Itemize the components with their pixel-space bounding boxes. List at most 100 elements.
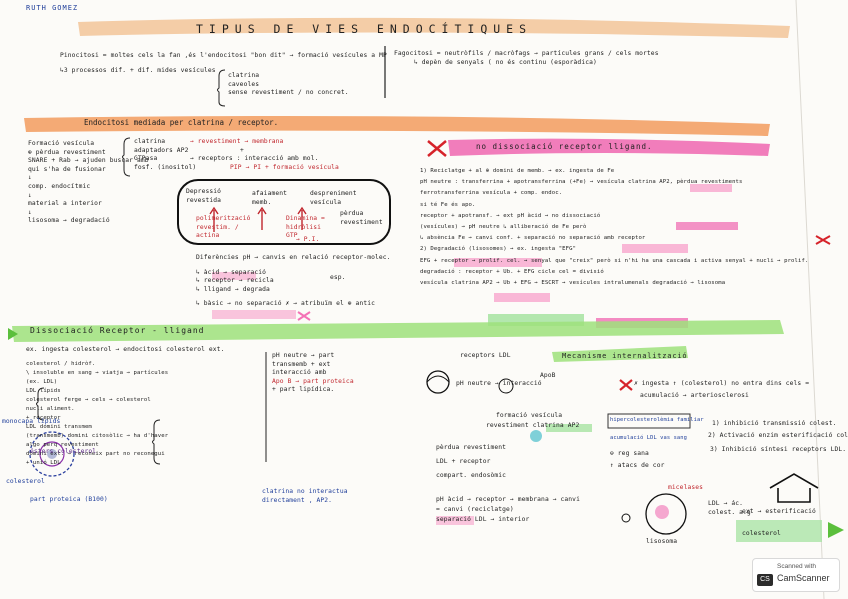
hl-ap2 — [546, 424, 592, 432]
cycle-box — [177, 179, 391, 245]
up-arrow-icon — [769, 473, 819, 503]
right-step-3: 3) Inhibició síntesi receptors LDL. — [710, 446, 847, 453]
sec1-br-1: + — [240, 146, 244, 154]
sec2-ph-1: transmemb + ext — [272, 360, 331, 368]
sec2-title: Dissociació Receptor - lligand — [30, 326, 205, 335]
sec2-left-1: \ insoluble en sang → viatja → partícule… — [26, 370, 169, 376]
page-edge — [795, 0, 825, 599]
sec2-bottom-note: clatrina no interactua directament , AP2… — [262, 488, 348, 504]
sec1-bot-3: ↳ lligand → degrada — [196, 285, 270, 293]
sec1-right-2: pH neutre : transferrina + apotransferri… — [420, 179, 743, 186]
sec2-left-3: LDL lípids — [26, 388, 61, 394]
sec1-right-10: EFG + receptor → prolif. cel. → senyal q… — [420, 257, 809, 264]
sec1-esp: esp. — [330, 274, 346, 281]
hl-esterif — [736, 520, 822, 542]
sec2-left-10: domini ext. → reconeix part no reconegui — [26, 451, 165, 457]
sec1-right-column: 1) Reciclatge + al ⊕ domini de memb. → e… — [420, 166, 808, 289]
brace-item-clatrina: clatrina — [228, 72, 260, 79]
mid-separacio: separació LDL → interior — [436, 516, 530, 523]
mid-canvi: = canvi (reciclatge) — [436, 506, 514, 513]
sec1-left-6: SNARE + Rab → ajuden buscar amb — [28, 157, 149, 165]
hl-6 — [622, 244, 688, 253]
sec1-right-7: ↳ absència Fe → canvi conf. + separació … — [420, 235, 646, 242]
sec1-brace-0: clatrina — [134, 138, 166, 145]
sec2-ph-block: pH neutre → part transmemb + ext interac… — [272, 352, 354, 395]
label-part-proteica: part proteica (B100) — [30, 496, 108, 503]
cycle-f: pèrdua revestiment — [340, 210, 383, 226]
brace-pino — [217, 69, 226, 107]
sec1-left-0: Formació vesícula — [28, 140, 95, 147]
sec1-right-4: si té Fe és apo. — [420, 201, 476, 208]
sec1-highlight — [24, 116, 770, 136]
sec2-left-5: nucli aliment. — [26, 406, 75, 412]
red-arrow-1 — [209, 206, 219, 232]
right-esterif: ext → esterificació — [742, 508, 816, 515]
sec1-bottom-block: Diferències pH → canvis en relació recep… — [196, 254, 391, 309]
cycle-a: Depressió revestida — [186, 188, 222, 204]
right-pink-highlight — [448, 138, 770, 156]
sec2-left-0: colesterol / hidròf. — [26, 361, 96, 367]
hipercol-box — [607, 413, 691, 429]
sec1-bot-1: ↳ àcid → separació — [196, 268, 267, 276]
cycle-g: → P.I. — [296, 236, 320, 243]
green-arrow-right — [828, 522, 844, 538]
sec1-title: Endocitosi mediada per clatrina / recept… — [84, 118, 279, 127]
right-ingesta: ✗ ingesta ↑ (colesterol) no entra dins c… — [634, 380, 810, 387]
right-ldl-ac: LDL → ác. colest. a.g — [708, 500, 751, 516]
right-step-1: 1) inhibició transmissió colest. — [712, 420, 837, 427]
sec1-br-2: → receptors : interacció amb mol. — [190, 155, 319, 163]
mid-ph-acid: pH àcid → receptor → membrana → canvi — [436, 496, 580, 503]
brace-item-sense: sense revestiment / no concret. — [228, 89, 349, 97]
author-name: RUTH GOMEZ — [26, 4, 79, 12]
right-acumulacio: acumulació → arteriosclerosi — [640, 392, 749, 399]
sec2-ph-0: pH neutre → part — [272, 352, 335, 359]
hl-basic — [212, 310, 296, 319]
green-arrow-left — [8, 328, 18, 340]
brace-domini — [152, 419, 161, 465]
brace-item-caveoles: caveoles — [228, 80, 260, 88]
sec2-ph-2: interacció amb — [272, 369, 327, 377]
hl-3 — [454, 258, 542, 267]
sec2-left-4: colesterol ferge → cels → colesterol — [26, 397, 151, 403]
sec2-left-2: (ex. LDL) — [26, 379, 58, 385]
sec1-brace-3: fosf. (inositol) — [134, 163, 197, 171]
sec1-left-8: ↓ — [28, 174, 32, 182]
sec1-bot-2: ↳ receptor → recicla — [196, 277, 274, 285]
fago-line-1: Fagocitosi = neutròfils / macròfags → pa… — [394, 50, 659, 57]
sec1-bot-0: Diferències pH → canvis en relació recep… — [196, 254, 391, 261]
sec1-right-6: (vesícules) → pH neutre ↳ alliberació de… — [420, 224, 587, 231]
mid-revestiment: revestiment clatrina AP2 — [486, 422, 580, 429]
sec1-right-5: receptor + apotransf. → ext pH àcid → no… — [420, 212, 601, 219]
sec1-left-10: ↓ — [28, 191, 32, 199]
red-arrow-2 — [257, 206, 267, 230]
sec2-left-11: + unió LDL — [26, 460, 61, 466]
sec2-left-7: LDL domini transmem — [26, 424, 92, 430]
cycle-d: polimerització revestim. / actina — [196, 215, 251, 240]
mid-apob: ApoB — [540, 372, 556, 379]
sec1-left-7: qui s'ha de fusionar — [28, 165, 106, 173]
right-hipercol: hipercolesterolèmia familiar — [610, 417, 704, 423]
pino-line-2: ↳3 processos dif. + dif. mides vesícules — [60, 66, 216, 74]
hl-4 — [494, 293, 550, 302]
watermark-line-2: CamScanner — [777, 573, 830, 583]
sec1-brace-1: adaptadors AP2 — [134, 146, 189, 154]
sec1-left-11: material a interior — [28, 200, 102, 208]
label-esters: ésters colesterol — [30, 448, 97, 455]
red-x-small — [815, 235, 831, 245]
sec1-right-12: vesícula clatrina AP2 → Ub + EFG → ESCRT… — [420, 280, 726, 287]
sec2-intro: ex. ingesta colesterol → endocitosi cole… — [26, 346, 225, 353]
mid-perdua: pèrdua revestiment — [436, 444, 507, 451]
right-atacs: ↑ atacs de cor — [610, 462, 665, 469]
sec2-left-9: algo perq revestiment — [26, 442, 99, 448]
sec2-left-6: + receptor — [26, 415, 61, 421]
sec2-right-title: Mecanisme internalització — [562, 352, 688, 360]
pinocitosi-block: Pinocitosi = moltes cels la fan ,és l'en… — [60, 52, 387, 75]
sec1-bot-4: ↳ bàsic → no separació ✗ → atribuïm el ⊕… — [196, 300, 375, 308]
hl-2 — [676, 222, 738, 230]
cycle-c: despreniment vesícula — [310, 190, 357, 206]
label-colesterol: colesterol — [6, 478, 45, 485]
cycle-e: Dinamina = hidròlisi GTP — [286, 215, 325, 240]
sec1-brace-list: clatrina adaptadors AP2 GTPasa fosf. (in… — [134, 138, 196, 172]
sec1-br-0: → revestiment → membrana — [190, 138, 284, 145]
page-title: TIPUS DE VIES ENDOCÍTIQUES — [196, 22, 533, 36]
